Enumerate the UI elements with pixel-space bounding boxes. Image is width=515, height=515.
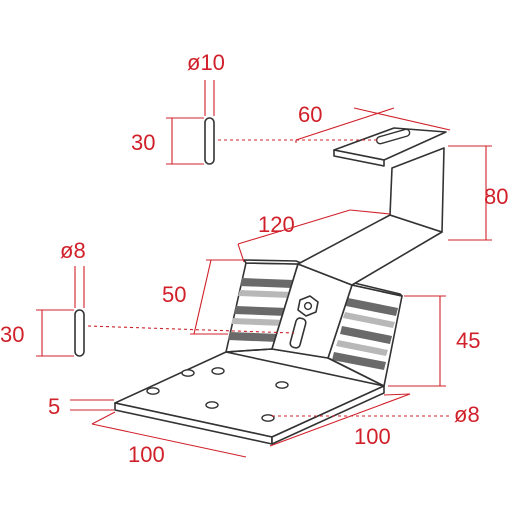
hook-height-label: 80 xyxy=(484,184,508,209)
dim-hook-top-width xyxy=(295,107,451,143)
slot-width-label: 50 xyxy=(162,282,186,307)
dim-hook-height xyxy=(448,145,492,241)
upper-pin-length-label: 30 xyxy=(131,130,155,155)
thickness-label: 5 xyxy=(48,394,60,419)
base-plate-holes xyxy=(146,367,289,422)
dim-upper-pin-length xyxy=(166,117,204,165)
dim-thickness xyxy=(70,399,114,411)
lower-pin-length-label: 30 xyxy=(0,322,24,347)
hole-diameter-label: ø8 xyxy=(454,402,480,427)
dim-base-depth xyxy=(269,393,411,447)
mounting-hole xyxy=(146,387,160,395)
hook-top-width-label: 60 xyxy=(298,102,322,127)
dim-lower-pin-length xyxy=(36,309,74,357)
dim-slot-width xyxy=(190,259,244,335)
lower-pin-diameter-label: ø8 xyxy=(60,238,86,263)
mounting-hole xyxy=(261,414,275,422)
dim-rise-height xyxy=(388,295,446,387)
arm-length-label: 120 xyxy=(258,212,295,237)
base-depth-label: 100 xyxy=(354,424,391,449)
mounting-hole xyxy=(205,401,219,409)
mounting-hole xyxy=(181,369,195,377)
upper-pin xyxy=(204,80,215,165)
base-length-label: 100 xyxy=(128,442,165,467)
lower-pin xyxy=(74,266,85,357)
upper-pin-diameter-label: ø10 xyxy=(187,50,225,75)
bolt-assembly xyxy=(289,295,319,349)
dim-base-length xyxy=(91,411,247,458)
mounting-hole xyxy=(211,367,225,375)
mounting-hole xyxy=(275,381,289,389)
rise-height-label: 45 xyxy=(456,328,480,353)
lower-pin-leader xyxy=(87,325,295,334)
dim-arm-length xyxy=(237,209,391,263)
